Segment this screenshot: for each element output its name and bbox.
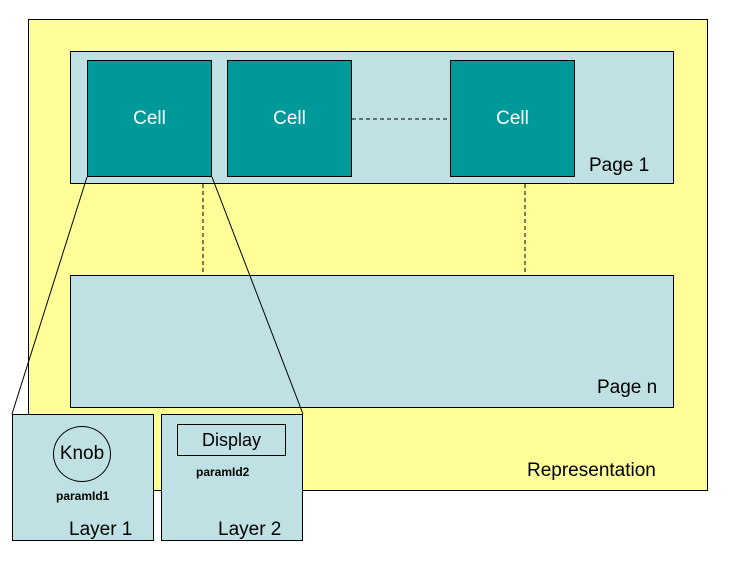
param-id-2: paramId2 bbox=[196, 465, 250, 479]
layer-2-label: Layer 2 bbox=[218, 519, 282, 540]
param-id-1: paramId1 bbox=[56, 489, 110, 503]
page-n-box bbox=[70, 275, 674, 408]
page-n-label: Page n bbox=[597, 377, 658, 398]
knob-label: Knob bbox=[59, 443, 105, 464]
display-widget: Display bbox=[177, 424, 286, 456]
cell-label: Cell bbox=[496, 107, 529, 129]
cell-2: Cell bbox=[227, 60, 352, 177]
page-1-label: Page 1 bbox=[589, 155, 650, 176]
cell-1: Cell bbox=[87, 60, 212, 177]
layer-1-label: Layer 1 bbox=[69, 519, 133, 540]
layer-2-box bbox=[161, 414, 303, 541]
display-label: Display bbox=[201, 429, 262, 450]
knob-widget: Knob bbox=[53, 426, 111, 482]
cell-label: Cell bbox=[133, 107, 166, 129]
representation-label: Representation bbox=[527, 460, 656, 481]
cell-label: Cell bbox=[273, 107, 306, 129]
cell-3: Cell bbox=[450, 60, 575, 177]
